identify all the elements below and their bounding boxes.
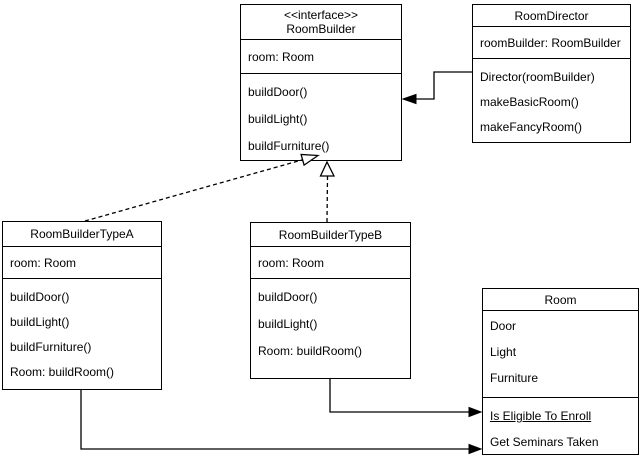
attributes-compartment: roomBuilder: RoomBuilder bbox=[473, 26, 630, 58]
methods-compartment: Director(roomBuilder) makeBasicRoom() ma… bbox=[473, 58, 630, 142]
association-arrow-typea-room[interactable] bbox=[80, 390, 483, 455]
method-row: Is Eligible To Enroll bbox=[490, 409, 592, 423]
association-arrow-roomdirector-roombuilder[interactable] bbox=[401, 71, 472, 105]
attribute-row: Furniture bbox=[490, 371, 539, 385]
attribute-row: Light bbox=[490, 345, 517, 359]
class-title-roombuildertypea: RoomBuilderTypeA bbox=[30, 227, 134, 241]
class-header-roombuilder: <<interface>> RoomBuilder bbox=[241, 5, 401, 39]
attributes-compartment: room: Room bbox=[3, 246, 161, 278]
realization-arrow-typea-roombuilder[interactable] bbox=[84, 153, 320, 222]
method-row: makeFancyRoom() bbox=[480, 119, 583, 134]
method-row: Get Seminars Taken bbox=[490, 435, 599, 449]
method-row: buildLight() bbox=[248, 111, 308, 126]
methods-compartment: buildDoor() buildLight() buildFurniture(… bbox=[241, 73, 401, 160]
methods-compartment: buildDoor() buildLight() Room: buildRoom… bbox=[251, 278, 410, 378]
attributes-compartment: Door Light Furniture bbox=[483, 310, 638, 397]
method-row: buildLight() bbox=[10, 314, 70, 329]
class-header-roomdirector: RoomDirector bbox=[473, 5, 630, 26]
method-row: buildDoor() bbox=[10, 289, 70, 304]
method-row: buildFurniture() bbox=[10, 339, 92, 354]
methods-compartment: buildDoor() buildLight() buildFurniture(… bbox=[3, 278, 161, 389]
method-row: makeBasicRoom() bbox=[480, 94, 579, 109]
methods-compartment: Is Eligible To Enroll Get Seminars Taken bbox=[483, 397, 638, 455]
class-title-roombuildertypeb: RoomBuilderTypeB bbox=[278, 227, 383, 242]
method-row: Room: buildRoom() bbox=[10, 364, 115, 379]
class-title-room: Room bbox=[544, 292, 577, 307]
class-title-roombuilder: RoomBuilder bbox=[286, 22, 356, 36]
class-box-roomdirector[interactable]: RoomDirector roomBuilder: RoomBuilder Di… bbox=[472, 4, 631, 143]
class-header-roombuildertypea: RoomBuilderTypeA bbox=[3, 222, 161, 246]
class-header-roombuildertypeb: RoomBuilderTypeB bbox=[251, 223, 410, 246]
class-title-roomdirector: RoomDirector bbox=[514, 8, 589, 23]
method-row: Room: buildRoom() bbox=[258, 343, 363, 358]
attribute-row: room: Room bbox=[258, 255, 325, 270]
attribute-row: room: Room bbox=[10, 255, 77, 270]
method-row: buildFurniture() bbox=[248, 138, 330, 153]
class-box-roombuilder[interactable]: <<interface>> RoomBuilder room: Room bui… bbox=[240, 4, 402, 161]
method-row: Director(roomBuilder) bbox=[480, 69, 595, 84]
class-box-roombuildertypeb[interactable]: RoomBuilderTypeB room: Room buildDoor() … bbox=[250, 222, 411, 379]
method-row: buildDoor() bbox=[258, 289, 318, 304]
attributes-compartment: room: Room bbox=[241, 39, 401, 73]
association-arrow-typeb-room[interactable] bbox=[329, 379, 483, 418]
stereotype-label: <<interface>> bbox=[283, 8, 359, 22]
method-row: buildLight() bbox=[258, 316, 318, 331]
attribute-row: room: Room bbox=[248, 49, 315, 64]
attribute-row: Door bbox=[490, 319, 517, 333]
class-header-room: Room bbox=[483, 289, 638, 310]
attributes-compartment: room: Room bbox=[251, 246, 410, 278]
realization-arrow-typeb-roombuilder[interactable] bbox=[319, 160, 336, 223]
method-row: buildDoor() bbox=[248, 84, 308, 99]
class-box-room[interactable]: Room Door Light Furniture Is Eligible To… bbox=[482, 288, 639, 455]
class-box-roombuildertypea[interactable]: RoomBuilderTypeA room: Room buildDoor() … bbox=[2, 221, 162, 390]
attribute-row: roomBuilder: RoomBuilder bbox=[480, 35, 621, 50]
